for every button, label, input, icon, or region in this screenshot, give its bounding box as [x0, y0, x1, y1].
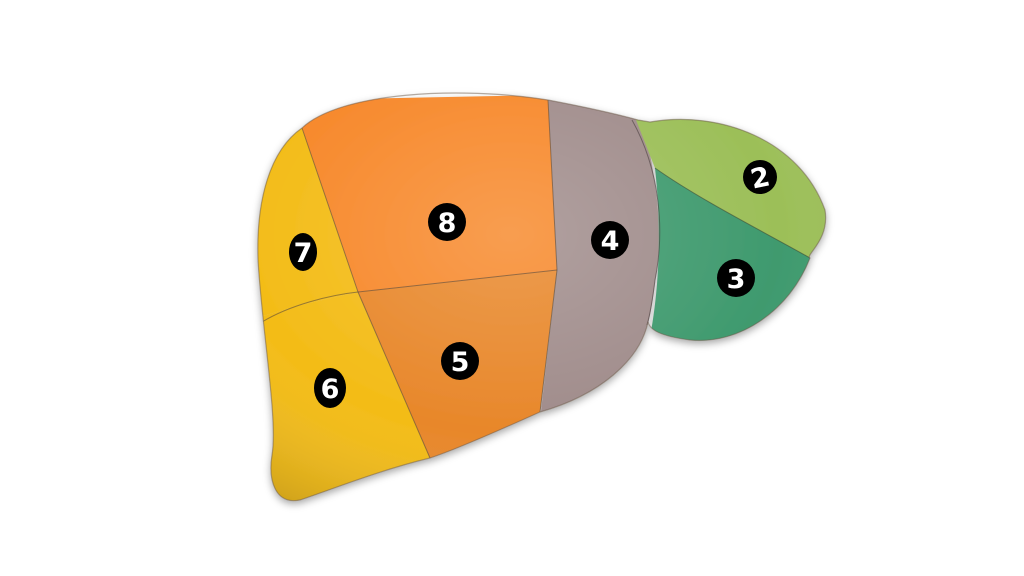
segment-6-number: 6 — [321, 374, 340, 405]
segment-7-label: 7 — [289, 233, 317, 271]
segment-8-number: 8 — [438, 208, 457, 239]
segment-3-label: 3 — [717, 259, 755, 297]
segment-7-number: 7 — [294, 238, 313, 269]
segment-2-label: 2 — [743, 160, 777, 196]
segment-8-label: 8 — [428, 203, 466, 241]
segment-5-number: 5 — [451, 347, 470, 378]
segment-6-label: 6 — [314, 368, 346, 408]
segment-4-number: 4 — [601, 226, 620, 257]
segment-4-label: 4 — [591, 221, 629, 259]
segment-3-number: 3 — [727, 264, 746, 295]
segment-5-label: 5 — [441, 342, 479, 380]
